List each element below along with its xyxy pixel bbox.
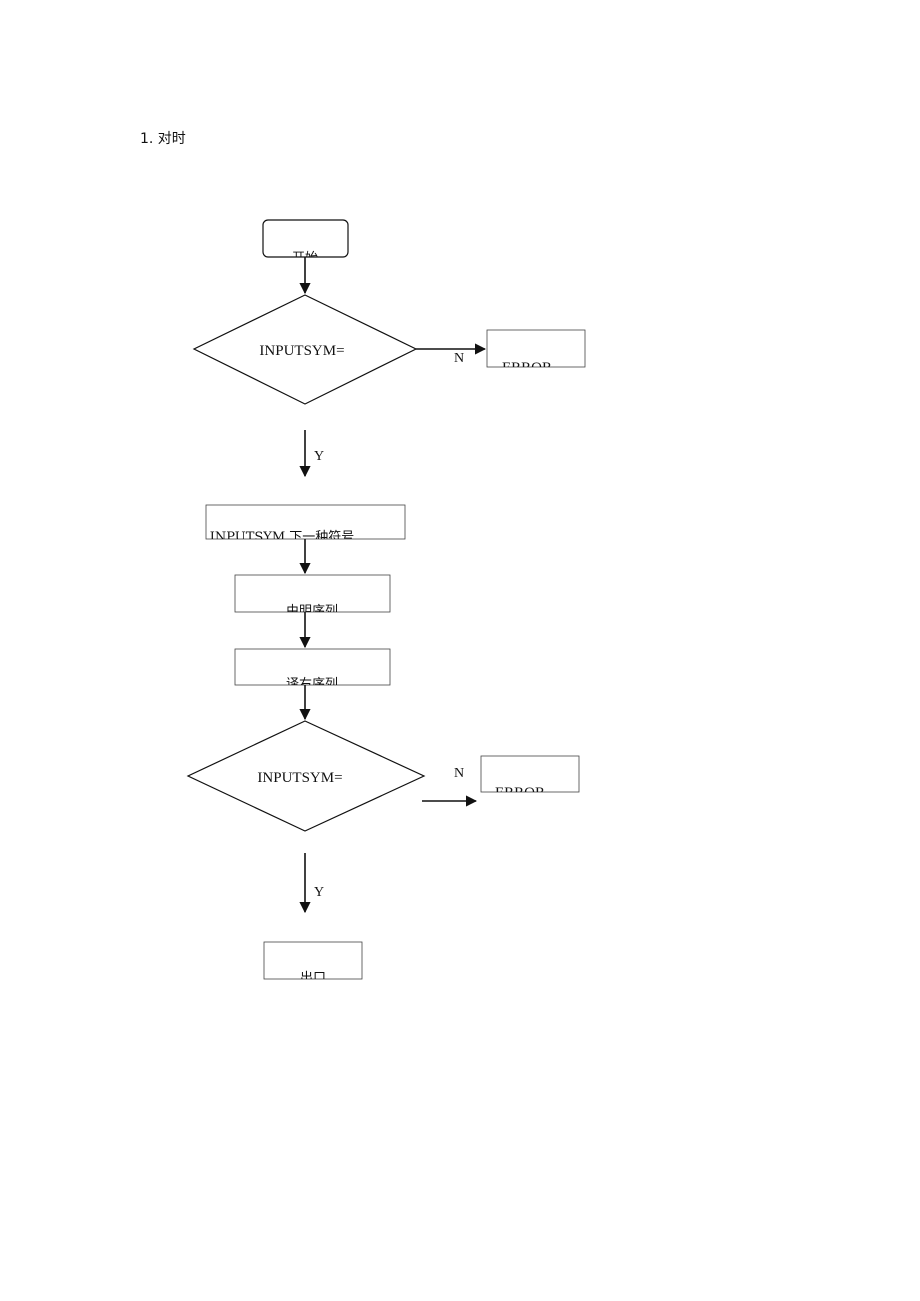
step3-label: 译右序列	[286, 677, 338, 692]
error1-label: ERROR	[502, 360, 552, 376]
error2-label: ERROR	[495, 785, 545, 801]
error1-box: ERROR	[486, 329, 586, 376]
yes-label-2: Y	[314, 885, 324, 900]
step3-box: 译右序列	[234, 648, 391, 692]
step2-box: 由明序列	[234, 574, 391, 619]
error2-box: ERROR	[480, 755, 580, 801]
step2-label: 由明序列	[286, 604, 338, 619]
decision1-diamond: INPUTSYM=	[192, 294, 418, 405]
step1-box: INPUTSYM 下一种符号	[205, 504, 406, 545]
end-label: 出口	[300, 971, 326, 986]
yes-label-1: Y	[314, 449, 324, 464]
decision2-diamond: INPUTSYM=	[186, 720, 426, 832]
end-box: 出口	[263, 941, 363, 986]
step1-label: INPUTSYM 下一种符号	[210, 529, 355, 545]
no-label-2: N	[454, 766, 464, 781]
start-label: 开始	[292, 251, 318, 266]
no-label-1: N	[454, 351, 464, 366]
section-heading: 1. 对时	[140, 131, 186, 147]
decision2-label: INPUTSYM=	[257, 770, 342, 786]
decision1-label: INPUTSYM=	[259, 343, 344, 359]
